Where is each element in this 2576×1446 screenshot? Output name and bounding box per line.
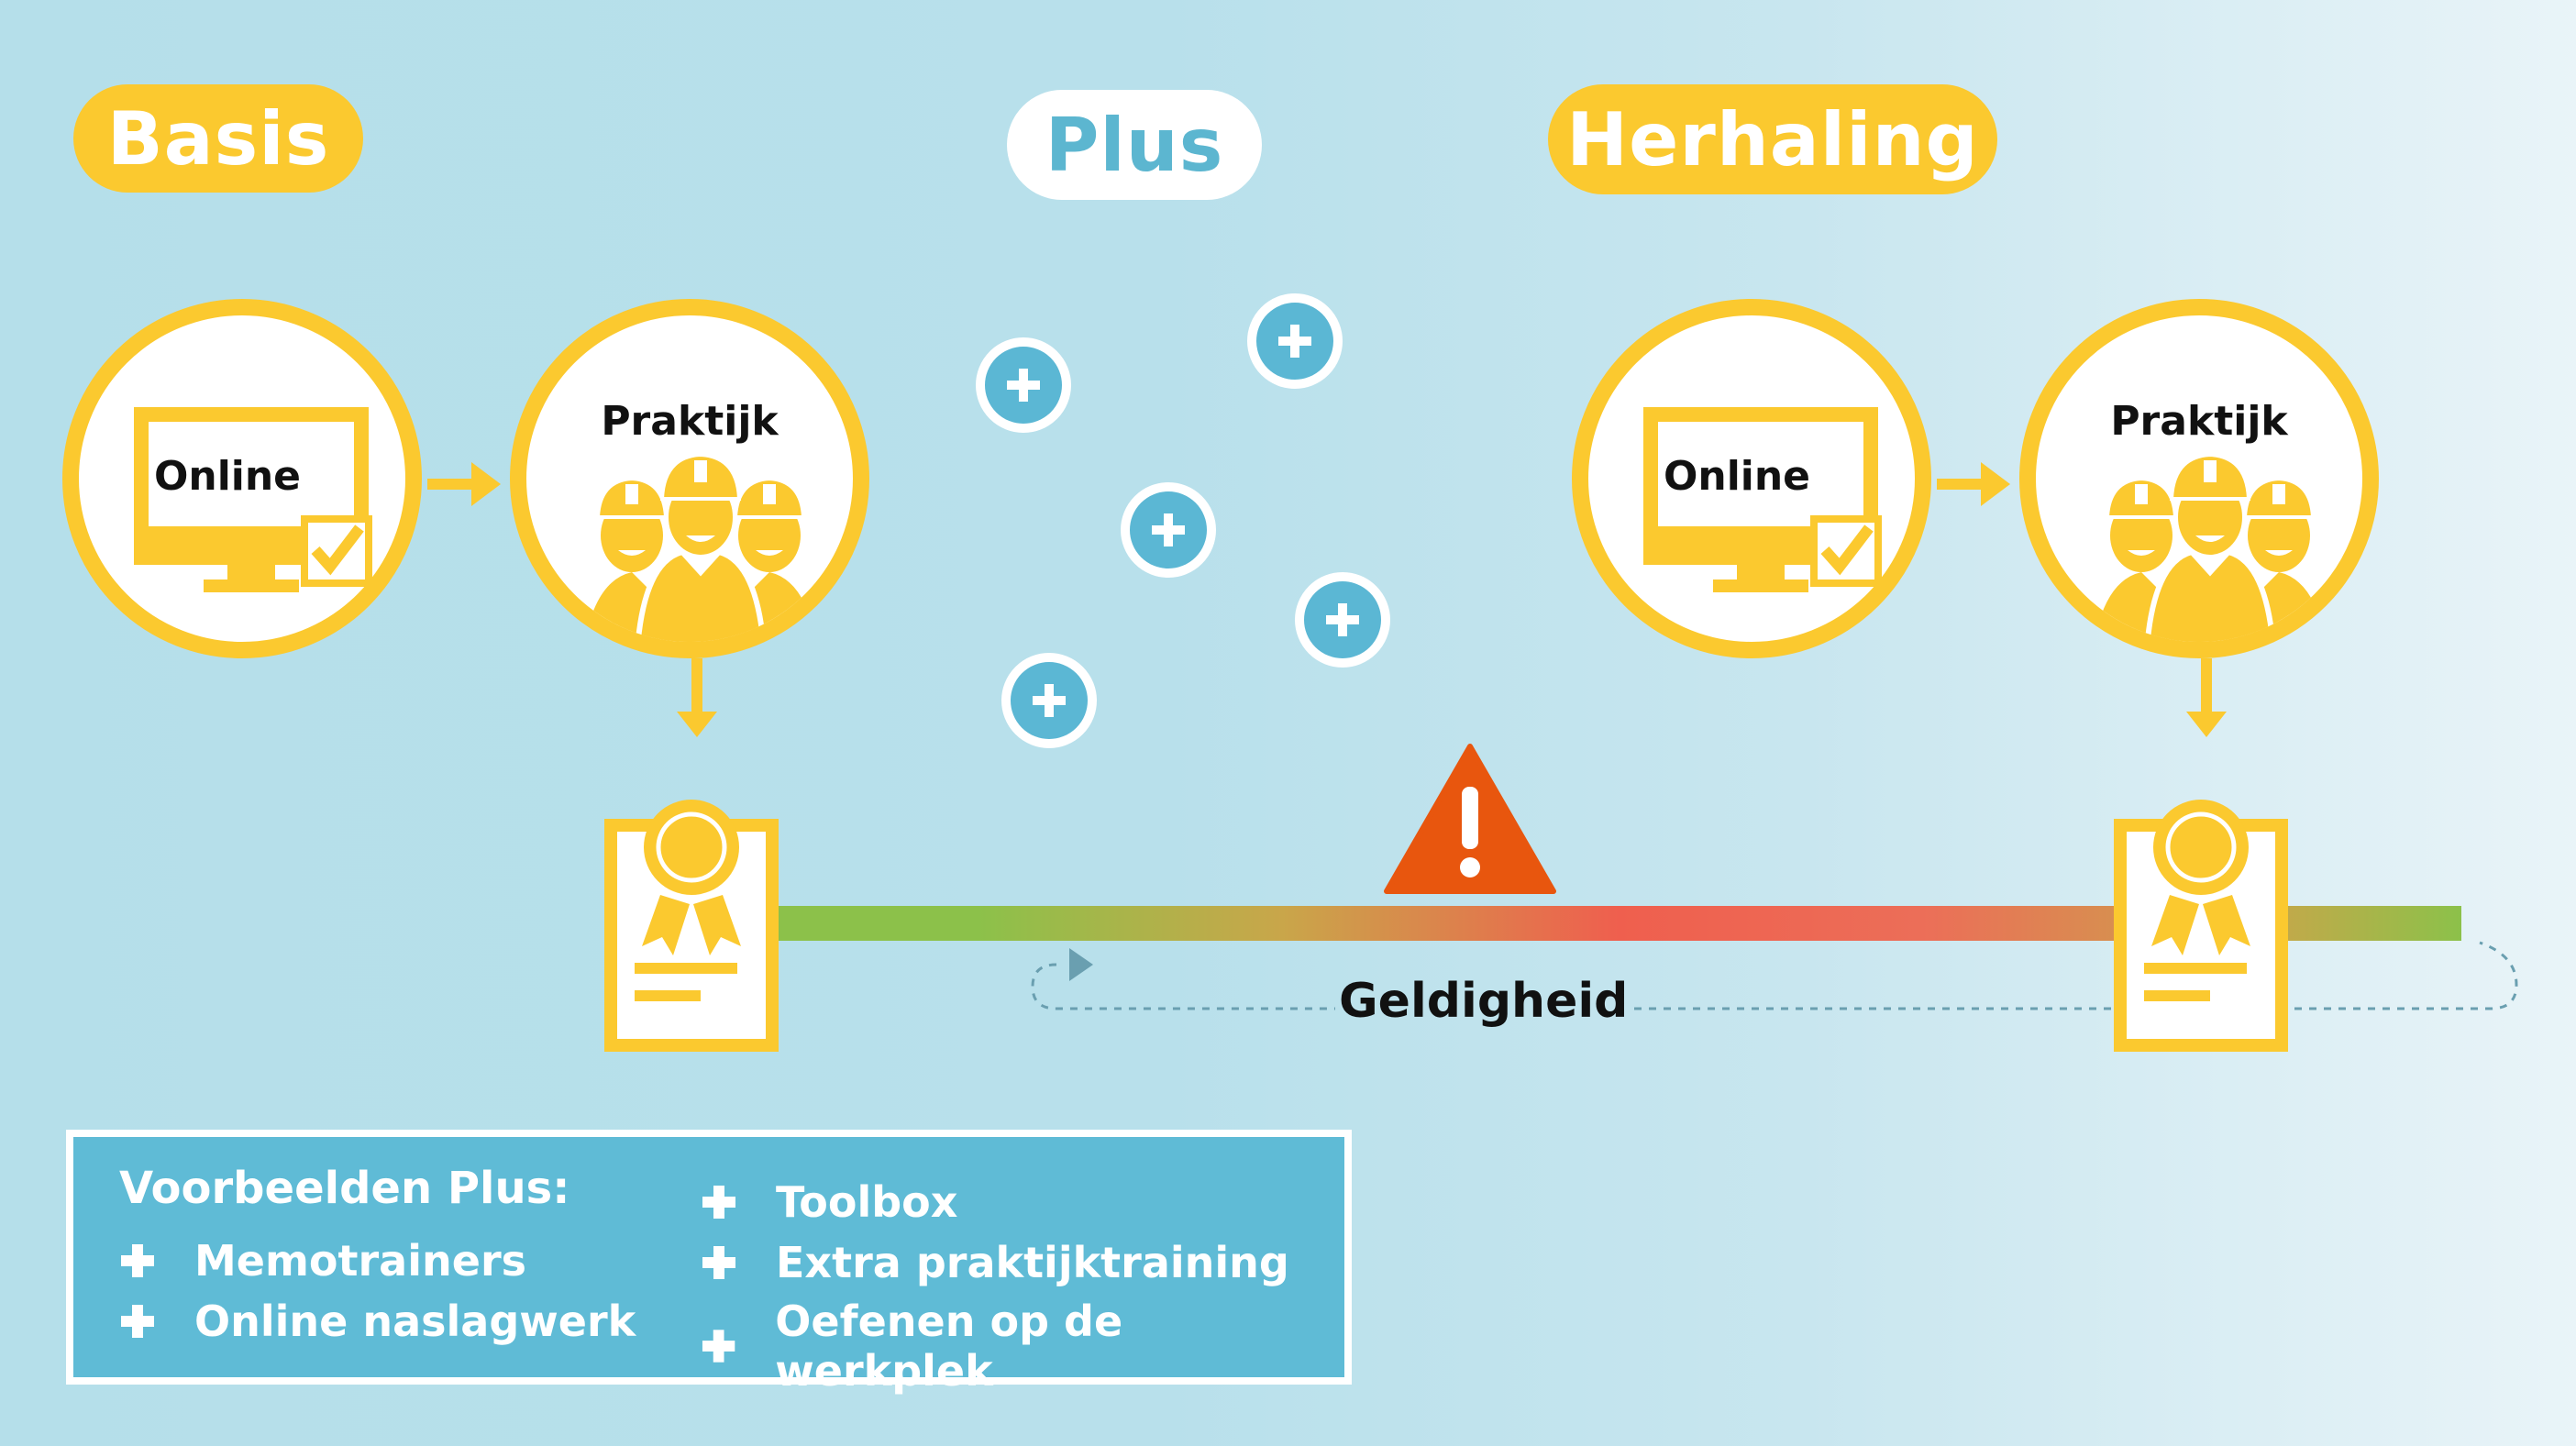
validity-cycle-line <box>1031 941 2518 1010</box>
online-label: Online <box>153 453 302 500</box>
workers-icon <box>2094 452 2327 642</box>
online-step-basis: Online <box>62 299 422 658</box>
arrow-icon <box>1937 462 2010 506</box>
legend-item: Oefenen op de werkplek <box>701 1297 1344 1396</box>
plus-icon <box>1247 293 1343 389</box>
online-label: Online <box>1663 453 1811 500</box>
plus-icon <box>702 1246 735 1279</box>
online-step-herhaling: Online <box>1572 299 1931 658</box>
praktijk-label: Praktijk <box>601 398 779 445</box>
validity-label: Geldigheid <box>1339 974 1629 1029</box>
praktijk-step-basis: Praktijk <box>510 299 869 658</box>
certificate-icon <box>604 800 779 1052</box>
legend-title: Voorbeelden Plus: <box>119 1163 570 1214</box>
plus-icon <box>1121 482 1216 578</box>
workers-icon <box>584 452 817 642</box>
legend-item-label: Memotrainers <box>194 1236 527 1286</box>
legend-item-label: Toolbox <box>776 1177 958 1227</box>
arrow-icon <box>677 658 717 737</box>
computer-check-icon <box>1643 407 1882 592</box>
plus-icon <box>1001 653 1097 748</box>
legend-item: Online naslagwerk <box>119 1297 636 1346</box>
praktijk-step-herhaling: Praktijk <box>2019 299 2379 658</box>
certificate-icon <box>2114 800 2288 1052</box>
legend-item-label: Extra praktijktraining <box>776 1238 1289 1287</box>
legend-item: Toolbox <box>701 1177 957 1227</box>
stage-plus: Plus <box>1007 90 1262 200</box>
plus-icon <box>121 1305 154 1338</box>
computer-check-icon <box>134 407 372 592</box>
plus-icon <box>1295 572 1390 668</box>
plus-icon <box>976 337 1071 433</box>
stage-herhaling: Herhaling <box>1548 84 1997 194</box>
arrow-icon <box>427 462 501 506</box>
legend-box: Voorbeelden Plus: Memotrainers Online na… <box>66 1130 1352 1396</box>
stage-basis: Basis <box>73 84 363 193</box>
warning-icon <box>1384 744 1556 894</box>
plus-icon <box>702 1330 735 1363</box>
legend-item: Extra praktijktraining <box>701 1238 1289 1287</box>
plus-icon <box>702 1186 735 1219</box>
legend-item: Memotrainers <box>119 1236 526 1286</box>
arrow-icon <box>2186 658 2227 737</box>
plus-icon <box>121 1244 154 1277</box>
praktijk-label: Praktijk <box>2110 398 2288 445</box>
legend-item-label: Oefenen op de werkplek <box>775 1297 1123 1396</box>
legend-item-label: Online naslagwerk <box>194 1297 636 1346</box>
